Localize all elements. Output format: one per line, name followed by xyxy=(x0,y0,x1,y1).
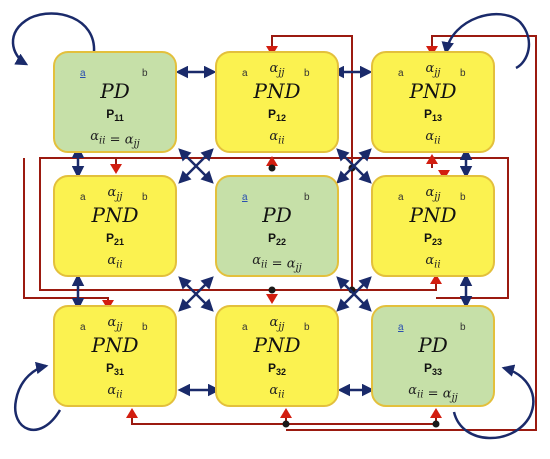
port-b-label: b xyxy=(142,68,148,79)
port-b-label: b xyxy=(460,322,466,333)
self-loop-arrow xyxy=(441,12,531,70)
red-arrowhead xyxy=(266,156,278,166)
diagonal-arrow xyxy=(336,276,372,312)
port-b-label: b xyxy=(460,192,466,203)
node-type-label: PND xyxy=(409,203,457,227)
port-a-label: a xyxy=(398,322,404,333)
diagonal-arrow xyxy=(178,148,214,184)
red-arrowhead xyxy=(280,408,292,418)
bottom-alpha-label: αii xyxy=(269,383,284,400)
port-b-label: b xyxy=(460,68,466,79)
port-a-label: a xyxy=(80,322,86,333)
port-a-label: a xyxy=(242,68,248,79)
port-b-label: b xyxy=(304,192,310,203)
top-alpha-label: αjj xyxy=(269,315,284,332)
bottom-alpha-label: αii = αjj xyxy=(252,253,302,274)
red-arrowhead xyxy=(430,274,442,284)
node-p33: a bPD P33 αii = αjj xyxy=(371,305,495,407)
junction-dot xyxy=(268,286,276,294)
node-box xyxy=(53,305,177,407)
node-id-label: P33 xyxy=(424,361,442,377)
top-alpha-label: αjj xyxy=(425,61,440,78)
red-arrowhead xyxy=(426,154,438,164)
port-b-label: b xyxy=(304,68,310,79)
node-id-label: P31 xyxy=(106,361,124,377)
self-loop-arrow xyxy=(452,364,535,440)
self-loop-arrow xyxy=(11,12,96,66)
port-a-label: a xyxy=(80,192,86,203)
top-alpha-label: αjj xyxy=(107,315,122,332)
node-p22: a bPD P22 αii = αjj xyxy=(215,175,339,277)
top-alpha-label: αjj xyxy=(269,61,284,78)
port-a-label: a xyxy=(242,192,248,203)
node-id-label: P21 xyxy=(106,231,124,247)
port-a-label: a xyxy=(398,192,404,203)
node-p11: a bPD P11 αii = αjj xyxy=(53,51,177,153)
bottom-alpha-label: αii xyxy=(269,129,284,146)
node-box xyxy=(215,305,339,407)
port-b-label: b xyxy=(142,322,148,333)
red-arrowhead xyxy=(266,294,278,304)
bottom-alpha-label: αii xyxy=(425,253,440,270)
node-type-label: PND xyxy=(253,333,301,357)
port-a-label: a xyxy=(398,68,404,79)
node-type-label: PND xyxy=(91,333,139,357)
red-arrowhead xyxy=(110,164,122,174)
bottom-alpha-label: αii = αjj xyxy=(408,383,458,404)
node-box xyxy=(53,175,177,277)
port-b-label: b xyxy=(304,322,310,333)
port-a-label: a xyxy=(80,68,86,79)
coupling-arrows xyxy=(11,12,535,440)
node-box xyxy=(371,175,495,277)
bottom-alpha-label: αii xyxy=(107,383,122,400)
red-arrowhead xyxy=(430,408,442,418)
junction-dot xyxy=(282,420,290,428)
port-b-label: b xyxy=(142,192,148,203)
node-type-label: PD xyxy=(417,333,448,357)
node-id-label: P23 xyxy=(424,231,442,247)
node-box xyxy=(371,305,495,407)
bottom-alpha-label: αii xyxy=(107,253,122,270)
diagonal-arrow xyxy=(336,148,372,184)
node-box xyxy=(215,175,339,277)
node-box xyxy=(371,51,495,153)
node-type-label: PD xyxy=(261,203,292,227)
node-type-label: PND xyxy=(409,79,457,103)
node-box xyxy=(53,51,177,153)
node-box xyxy=(215,51,339,153)
node-id-label: P11 xyxy=(106,107,124,123)
top-alpha-label: αjj xyxy=(425,185,440,202)
bottom-alpha-label: αii xyxy=(425,129,440,146)
port-a-label: a xyxy=(242,322,248,333)
junction-dot xyxy=(268,164,276,172)
node-id-label: P13 xyxy=(424,107,442,123)
red-line-top-right xyxy=(286,35,537,431)
node-type-label: PD xyxy=(99,79,130,103)
diagonal-arrow xyxy=(178,276,214,312)
node-type-label: PND xyxy=(91,203,139,227)
node-id-label: P32 xyxy=(268,361,286,377)
red-arrowhead xyxy=(126,408,138,418)
node-id-label: P12 xyxy=(268,107,286,123)
self-loop-arrow xyxy=(13,361,62,431)
top-alpha-label: αjj xyxy=(107,185,122,202)
node-id-label: P22 xyxy=(268,231,286,247)
junction-dot xyxy=(432,420,440,428)
bottom-alpha-label: αii = αjj xyxy=(90,129,140,150)
node-type-label: PND xyxy=(253,79,301,103)
